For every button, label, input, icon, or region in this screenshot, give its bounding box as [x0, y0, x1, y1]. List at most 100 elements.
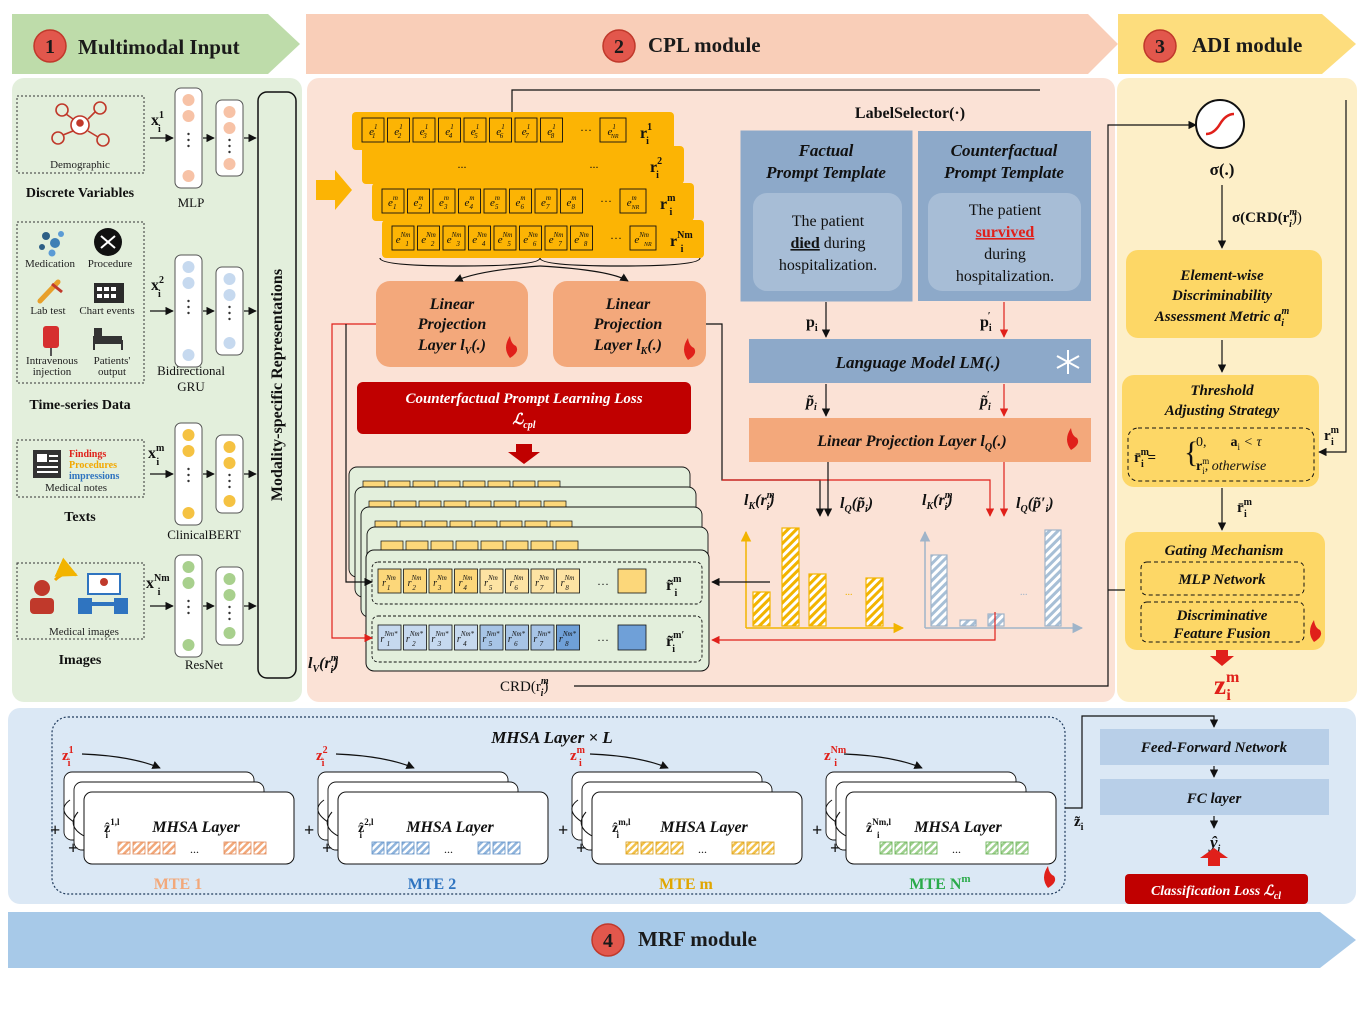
- embedding-cell: [381, 188, 405, 214]
- token-cell: [761, 841, 775, 855]
- node: [182, 349, 195, 361]
- sup: Nm: [400, 231, 411, 239]
- linear-projection-lq-box: [749, 418, 1091, 462]
- sup: 1: [501, 123, 505, 131]
- flame-icon: [1067, 428, 1079, 450]
- node: [223, 457, 236, 469]
- counterfactual-chart-ellipsis: ...: [1020, 587, 1028, 598]
- clinicalbert-label: ClinicalBERT: [167, 527, 241, 542]
- header-cpl-module: 2 CPL module: [306, 14, 1118, 74]
- demographic-label: Demographic: [50, 159, 110, 171]
- sub: 2: [412, 640, 416, 648]
- node: [223, 122, 236, 134]
- ellipsis: ...: [590, 157, 599, 171]
- node: [223, 573, 236, 585]
- sub: i: [646, 136, 649, 147]
- lv-to-counterfactual-rep: [331, 323, 376, 643]
- sub: 4: [449, 132, 453, 140]
- embedding-cell: [534, 188, 558, 214]
- node: [223, 627, 236, 639]
- dot: [187, 605, 190, 609]
- ellipsis: ···: [597, 633, 609, 647]
- sup: 2: [657, 156, 662, 167]
- token-cell: [253, 841, 267, 855]
- sub: 2: [431, 240, 435, 248]
- sub: i: [359, 830, 362, 840]
- token-cell: [147, 841, 161, 855]
- medication-icon: [39, 231, 64, 257]
- sup: 1: [425, 123, 429, 131]
- snowflake-icon: [1056, 350, 1080, 374]
- fc-layer-box: [1100, 779, 1329, 815]
- sup: Nm: [502, 231, 513, 239]
- ellipsis: ···: [610, 231, 622, 245]
- sup: Nm: [425, 231, 436, 239]
- token-cell: [371, 841, 385, 855]
- mlp-label: MLP: [178, 195, 205, 210]
- factual-rep-cell: [556, 568, 580, 594]
- sup: m: [667, 193, 676, 204]
- embedding-cell: [509, 188, 532, 214]
- counterfactual-similarity-bar-2: [987, 613, 1005, 627]
- sub: 8: [584, 240, 588, 248]
- medication-label: Medication: [25, 258, 76, 270]
- sub: i: [674, 588, 677, 599]
- sub: 7: [540, 640, 544, 648]
- cl-loss-up-arrow: [1200, 848, 1228, 866]
- sub: 4: [482, 240, 486, 248]
- step-badge-2: [602, 29, 636, 63]
- sub: NR: [631, 205, 640, 211]
- multimodal-input-panel: [12, 78, 302, 702]
- sub: i: [672, 644, 675, 655]
- token-cell: [386, 841, 400, 855]
- dot: [187, 599, 190, 603]
- counterfactual-prompt-text-box: [928, 193, 1081, 291]
- counterfactual-title-2: Prompt Template: [943, 163, 1064, 182]
- threshold-label-1: Threshold: [1190, 383, 1254, 399]
- p-label: pi: [806, 314, 818, 334]
- node: [182, 445, 195, 457]
- patients-output-label-2: output: [98, 366, 126, 378]
- dot: [187, 144, 190, 148]
- sup: 1: [612, 123, 616, 131]
- residual-arrow: [825, 799, 837, 823]
- embedding-cell: [407, 188, 430, 214]
- dot: [228, 617, 231, 621]
- step-number: 1: [45, 36, 55, 58]
- feed-forward-network-box: [1100, 729, 1329, 765]
- medical-notes-label: Medical notes: [45, 482, 107, 494]
- lab-test-label: Lab test: [30, 305, 65, 317]
- demographic-icon: [51, 101, 110, 147]
- counterfactual-rep-cell: [530, 624, 555, 651]
- z-down-arrow: [1210, 650, 1234, 666]
- embedding-cell: [463, 117, 487, 143]
- plus-icon: +: [576, 838, 586, 858]
- element-wise-label-1: Element-wise: [1179, 268, 1264, 284]
- counterfactual-rep-cell: [505, 624, 529, 651]
- token-cell: [1015, 841, 1029, 855]
- sup: 1: [476, 123, 480, 131]
- token-cell: [117, 841, 131, 855]
- sup: Nm: [553, 231, 564, 239]
- sub: 8: [571, 203, 575, 211]
- classification-loss-label: Classification Loss ℒcl: [1151, 884, 1281, 902]
- sub: 8: [565, 584, 569, 592]
- threshold-formula-box: [1127, 427, 1315, 482]
- sup: Nm: [677, 230, 693, 241]
- mte-1-mhsa-label: MHSA Layer: [151, 819, 240, 836]
- sub: i: [877, 830, 880, 840]
- residual-arrow: [580, 811, 593, 837]
- residual-arrow: [326, 811, 339, 837]
- node: [223, 337, 236, 349]
- cpl-loss-down-arrow: [508, 444, 540, 464]
- embedding-cell: [570, 225, 593, 251]
- node: [223, 589, 236, 601]
- sup: 1: [69, 745, 74, 756]
- images-label: Images: [59, 653, 102, 668]
- bigru-column-1: [174, 254, 203, 368]
